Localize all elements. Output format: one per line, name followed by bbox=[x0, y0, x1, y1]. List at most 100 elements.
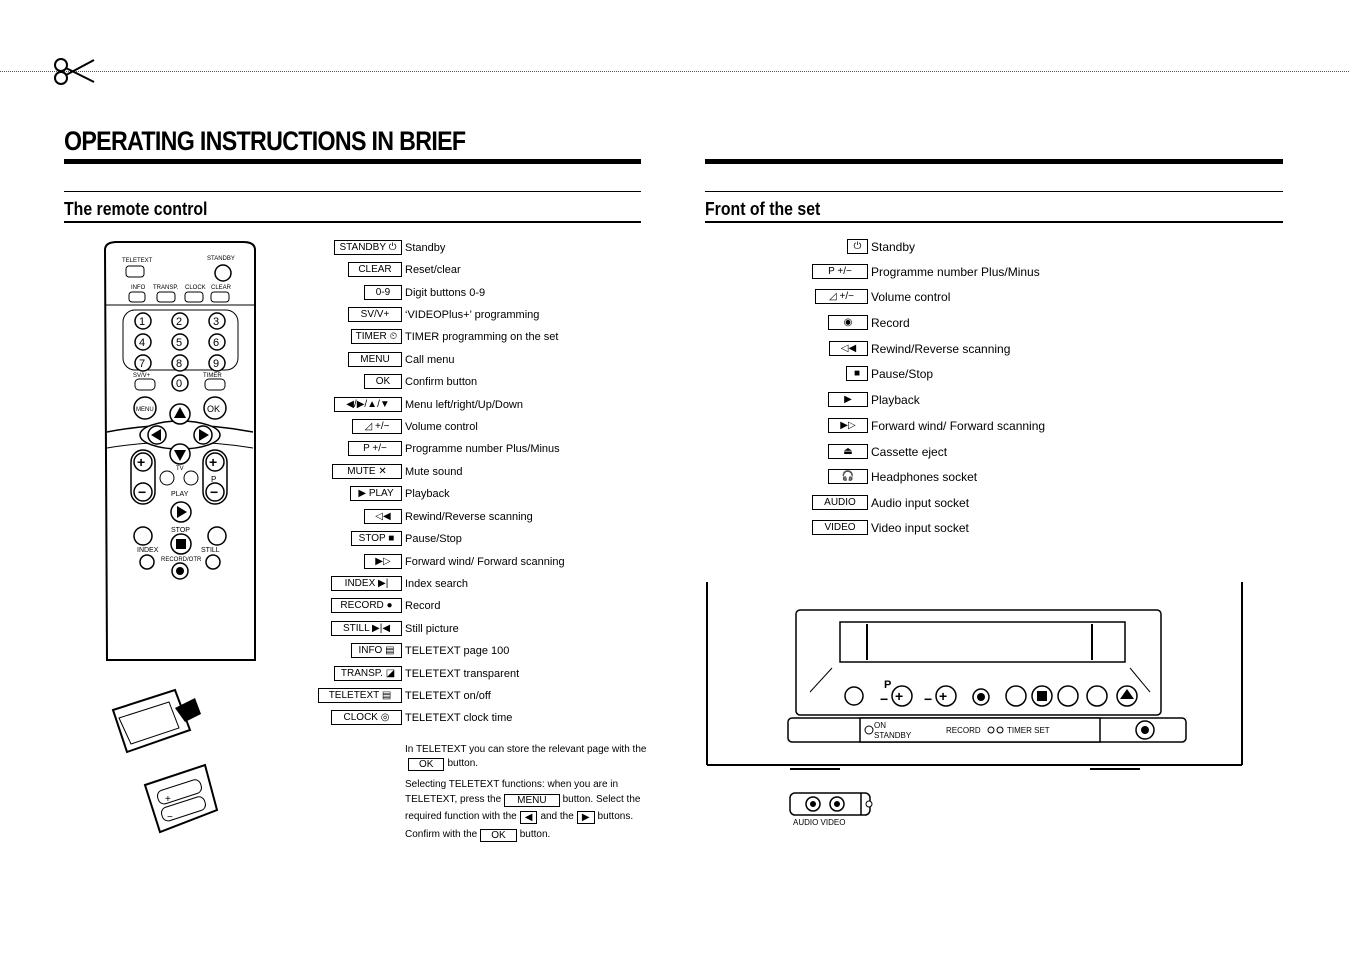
note-menu-key: MENU bbox=[504, 794, 560, 807]
remote-key-19: TRANSP. ◪ bbox=[334, 666, 402, 681]
remote-key-9: P +/− bbox=[348, 441, 402, 456]
remote-label-svv: SV/V+ bbox=[133, 373, 151, 379]
remote-key-desc-15: Index search bbox=[405, 578, 468, 590]
remote-key-desc-14: Forward wind/ Forward scanning bbox=[405, 556, 565, 568]
title-rule-right bbox=[705, 159, 1283, 164]
svg-text:+: + bbox=[895, 688, 903, 704]
remote-label-tv: TV bbox=[176, 466, 184, 472]
remote-label-clear: CLEAR bbox=[211, 285, 232, 291]
front-key-8: ⏏ bbox=[828, 444, 868, 459]
remote-label-info: INFO bbox=[131, 285, 146, 291]
front-label-audio-video: AUDIO VIDEO bbox=[793, 818, 845, 827]
remote-key-10: MUTE ✕ bbox=[332, 464, 402, 479]
remote-key-17: STILL ▶|◀ bbox=[331, 621, 402, 636]
remote-digit-4: 4 bbox=[139, 337, 145, 349]
remote-key-14: ▶▷ bbox=[364, 554, 402, 569]
front-key-3: ◉ bbox=[828, 315, 868, 330]
note-line-5: required function with the◀and the▶butto… bbox=[405, 811, 633, 824]
remote-key-2: 0-9 bbox=[364, 285, 402, 300]
remote-label-p: P bbox=[211, 475, 216, 484]
front-key-desc-10: Audio input socket bbox=[871, 496, 970, 510]
remote-key-12: ◁◀ bbox=[364, 509, 402, 524]
note-button-word: button. bbox=[447, 758, 479, 769]
title-rule-left bbox=[64, 159, 641, 164]
front-label-on: ON bbox=[874, 721, 886, 730]
remote-key-desc-12: Rewind/Reverse scanning bbox=[405, 511, 533, 523]
svg-text:−: − bbox=[880, 691, 888, 707]
remote-key-5: MENU bbox=[348, 352, 402, 367]
note-and: and the bbox=[540, 811, 574, 822]
note-ok-key: OK bbox=[408, 758, 445, 771]
remote-key-desc-7: Menu left/right/Up/Down bbox=[405, 399, 523, 411]
front-key-10: AUDIO bbox=[812, 495, 868, 510]
svg-text:−: − bbox=[924, 691, 932, 707]
remote-key-20: TELETEXT ▤ bbox=[318, 688, 402, 703]
remote-key-desc-21: TELETEXT clock time bbox=[405, 712, 513, 724]
section-rule-top-left bbox=[64, 191, 641, 192]
note-right-key: ▶ bbox=[576, 811, 595, 824]
remote-key-desc-3: ‘VIDEOPlus+’ programming bbox=[405, 309, 540, 321]
cut-line bbox=[0, 71, 1349, 72]
remote-label-menu: MENU bbox=[136, 407, 154, 413]
remote-label-play: PLAY bbox=[171, 491, 189, 498]
remote-key-16: RECORD ● bbox=[331, 598, 402, 613]
front-key-desc-3: Record bbox=[871, 316, 910, 330]
note-line-4b: button. Select the bbox=[562, 794, 641, 805]
front-key-desc-8: Cassette eject bbox=[871, 445, 948, 459]
remote-key-1: CLEAR bbox=[348, 262, 402, 277]
remote-key-6: OK bbox=[364, 374, 402, 389]
page-title: OPERATING INSTRUCTIONS IN BRIEF bbox=[64, 126, 466, 156]
remote-key-0: STANDBY ⏻ bbox=[334, 240, 402, 255]
remote-label-ok: OK bbox=[207, 404, 220, 414]
remote-label-timer: TIMER bbox=[203, 373, 222, 379]
remote-label-transp: TRANSP. bbox=[153, 285, 179, 291]
front-key-desc-2: Volume control bbox=[871, 290, 951, 304]
remote-key-4: TIMER ⏲ bbox=[351, 329, 402, 344]
remote-key-desc-10: Mute sound bbox=[405, 466, 463, 478]
remote-label-clock: CLOCK bbox=[185, 285, 206, 291]
section-rule-top-right bbox=[705, 191, 1283, 192]
remote-key-desc-19: TELETEXT transparent bbox=[405, 668, 520, 680]
front-label-timer-set: TIMER SET bbox=[1007, 726, 1050, 735]
front-key-desc-1: Programme number Plus/Minus bbox=[871, 265, 1040, 279]
remote-label-stop: STOP bbox=[171, 527, 190, 534]
front-key-2: ◿ +/− bbox=[815, 289, 868, 304]
front-label-p: P bbox=[884, 679, 891, 691]
remote-label-still: STILL bbox=[201, 547, 220, 554]
remote-digit-0: 0 bbox=[176, 378, 182, 390]
battery-compartment-illustration: + − bbox=[111, 688, 219, 834]
remote-key-desc-8: Volume control bbox=[405, 421, 478, 433]
remote-control-illustration: TELETEXT STANDBY INFO TRANSP. CLOCK CLEA… bbox=[103, 241, 256, 661]
remote-key-3: SV/V+ bbox=[348, 307, 402, 322]
section-rule-bottom-left bbox=[64, 221, 641, 223]
remote-key-13: STOP ■ bbox=[351, 531, 402, 546]
remote-key-desc-0: Standby bbox=[405, 242, 446, 254]
front-key-7: ▶▷ bbox=[828, 418, 868, 433]
front-label-record: RECORD bbox=[946, 726, 981, 735]
remote-key-desc-9: Programme number Plus/Minus bbox=[405, 443, 560, 455]
svg-text:+: + bbox=[209, 454, 217, 470]
remote-key-desc-18: TELETEXT page 100 bbox=[405, 645, 510, 657]
svg-text:−: − bbox=[138, 484, 146, 500]
remote-key-desc-16: Record bbox=[405, 600, 441, 612]
note-ok-key-2: OK bbox=[480, 829, 517, 842]
remote-digit-6: 6 bbox=[213, 337, 219, 349]
remote-key-desc-11: Playback bbox=[405, 488, 450, 500]
note-button-word-2: button. bbox=[519, 829, 551, 840]
remote-key-desc-1: Reset/clear bbox=[405, 264, 461, 276]
remote-key-desc-2: Digit buttons 0-9 bbox=[405, 287, 486, 299]
front-key-4: ◁◀ bbox=[829, 341, 868, 356]
remote-key-desc-20: TELETEXT on/off bbox=[405, 690, 491, 702]
note-buttons-word: buttons. bbox=[597, 811, 634, 822]
section-rule-bottom-right bbox=[705, 221, 1283, 223]
remote-key-desc-4: TIMER programming on the set bbox=[405, 331, 559, 343]
remote-label-teletext: TELETEXT bbox=[122, 258, 153, 264]
remote-key-8: ◿ +/− bbox=[352, 419, 402, 434]
front-label-standby: STANDBY bbox=[874, 731, 912, 740]
remote-label-standby: STANDBY bbox=[207, 256, 235, 262]
front-key-5: ■ bbox=[846, 366, 868, 381]
front-key-desc-7: Forward wind/ Forward scanning bbox=[871, 419, 1046, 433]
front-key-11: VIDEO bbox=[812, 520, 868, 535]
remote-key-desc-13: Pause/Stop bbox=[405, 533, 462, 545]
